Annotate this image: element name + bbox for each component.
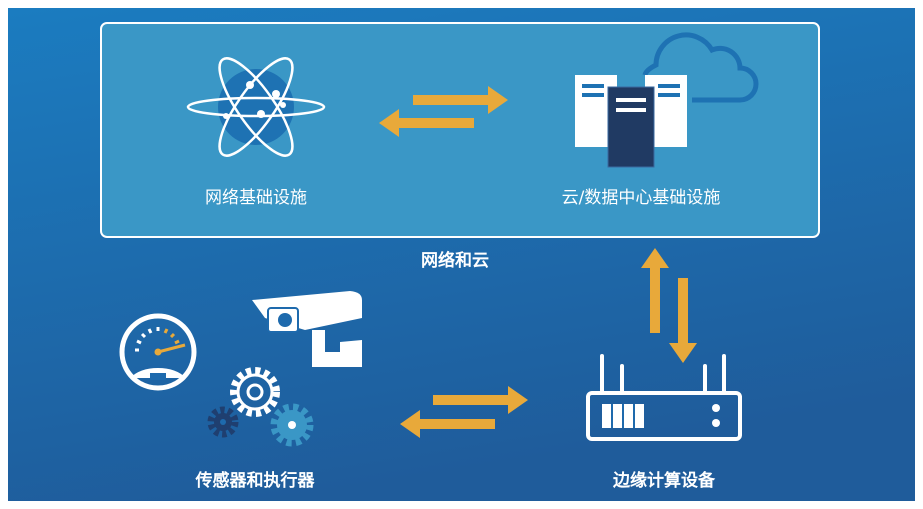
security-camera-icon	[252, 291, 362, 367]
cloud-datacenter-label: 云/数据中心基础设施	[562, 188, 721, 208]
network-atom-icon	[186, 57, 326, 157]
arrow-up-icon	[641, 248, 669, 333]
bidirectional-arrows-top	[379, 86, 508, 137]
arrow-down-icon	[669, 278, 697, 363]
datacenter-servers-icon	[575, 75, 687, 168]
bidirectional-arrows-bottom	[400, 386, 528, 438]
arrow-left-icon	[379, 109, 474, 137]
cloud-icon	[642, 32, 759, 103]
network-infra-label: 网络基础设施	[205, 188, 307, 208]
gear-dark-icon	[207, 406, 239, 438]
gauge-icon	[119, 313, 197, 391]
bidirectional-arrows-vertical	[641, 248, 697, 363]
arrow-right-icon	[413, 86, 508, 114]
gear-white-icon	[230, 367, 280, 417]
arrow-left-icon	[400, 410, 495, 438]
network-cloud-title: 网络和云	[421, 250, 489, 271]
edge-router-icon	[586, 354, 742, 441]
gear-light-blue-icon	[270, 403, 314, 447]
edge-computing-label: 边缘计算设备	[612, 470, 716, 491]
arrow-right-icon	[433, 386, 528, 414]
network-cloud-panel	[100, 22, 820, 238]
sensors-actuators-label: 传感器和执行器	[195, 470, 316, 491]
